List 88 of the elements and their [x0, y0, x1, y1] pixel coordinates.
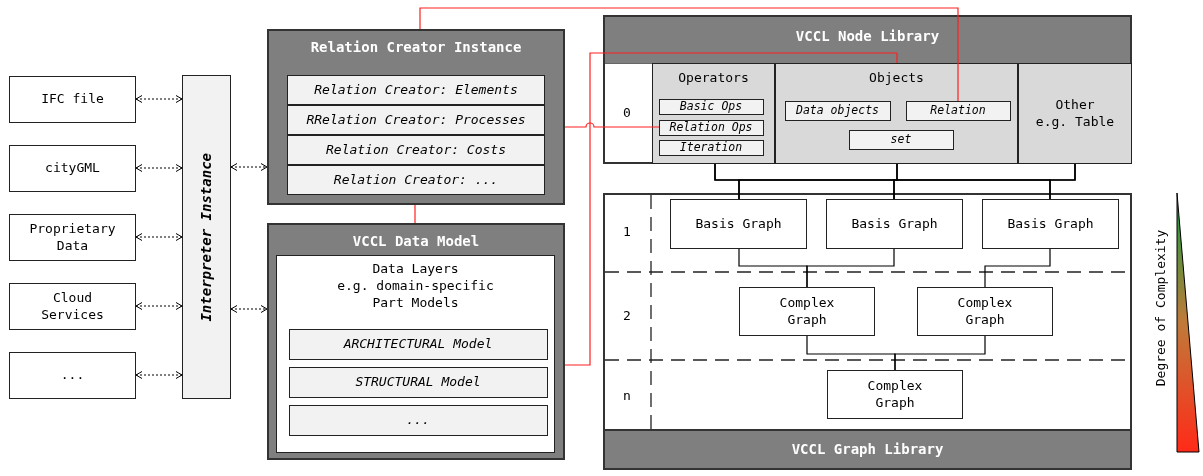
library-title: VCCL Graph Library: [791, 440, 944, 459]
graph-box: [982, 199, 1119, 249]
data-source-box: [9, 145, 136, 192]
row-number: n: [623, 387, 631, 405]
box-label: Complex Graph: [956, 294, 1014, 329]
interpreter-bar: [182, 75, 231, 399]
container-title: Relation Creator Instance: [310, 38, 522, 57]
container-panel: [267, 223, 565, 460]
model-row: [288, 328, 548, 360]
link-line: [419, 7, 959, 102]
box-label: cityGML: [45, 160, 100, 177]
container-title: VCCL Data Model: [352, 232, 480, 251]
data-source-box: [9, 283, 136, 330]
box-label: Data objects: [795, 104, 880, 117]
box-label: Cloud Services: [40, 289, 105, 324]
item-box: [658, 139, 764, 156]
double-arrow: [135, 164, 183, 172]
item-box: [658, 98, 764, 115]
box-label: Basis Graph: [695, 215, 782, 233]
graph-box: [917, 287, 1053, 336]
item-box: [658, 119, 764, 136]
box-label: Relation Creator: ...: [333, 171, 499, 189]
box-label: RRelation Creator: Processes: [306, 111, 526, 129]
list-row: [287, 165, 545, 195]
layer-heading: Data Layers: [372, 261, 459, 278]
box-label: Relation Creator: Costs: [326, 141, 506, 159]
item-box: [848, 129, 954, 150]
row-number: 1: [623, 223, 631, 241]
category-column: [652, 63, 775, 164]
item-box: [905, 100, 1011, 121]
box-label: ...: [406, 411, 430, 429]
column-heading: Operators: [678, 70, 749, 87]
box-label: Iteration: [679, 141, 743, 154]
double-arrow: [230, 163, 268, 171]
data-source-box: [9, 352, 136, 399]
box-label: Basis Graph: [851, 215, 938, 233]
library-title: VCCL Node Library: [795, 26, 940, 46]
box-label: Relation Creator: Elements: [314, 81, 518, 99]
category-column: [1018, 63, 1132, 164]
link-line: [564, 52, 898, 366]
vertical-title: Interpreter Instance: [197, 152, 216, 322]
data-source-box: [9, 76, 136, 123]
double-arrow: [230, 305, 268, 313]
box-label: IFC file: [41, 91, 104, 108]
list-row: [287, 75, 545, 105]
graph-box: [739, 287, 875, 336]
box-label: e.g. domain-specific Part Models: [336, 277, 495, 312]
double-arrow: [135, 302, 183, 310]
layer-box: [276, 255, 555, 453]
category-column: [775, 63, 1018, 164]
box-label: set: [890, 133, 912, 146]
row-number: 2: [623, 307, 631, 325]
item-box: [784, 100, 891, 121]
box-label: ARCHITECTURAL Model: [343, 335, 493, 353]
box-label: ...: [60, 367, 85, 384]
model-row: [288, 404, 548, 436]
box-label: e.g. Table: [1035, 113, 1115, 131]
box-label: Proprietary Data: [28, 220, 117, 255]
graph-box: [826, 199, 963, 249]
list-row: [287, 105, 545, 135]
box-label: Basic Ops: [679, 100, 743, 113]
graph-box: [670, 199, 807, 249]
column-heading: Other: [1055, 96, 1095, 114]
column-heading: Objects: [869, 70, 924, 87]
connector-line: [806, 248, 895, 288]
box-label: Complex Graph: [778, 294, 836, 329]
container-panel: [267, 29, 565, 205]
double-arrow: [135, 95, 183, 103]
connector-line: [894, 335, 986, 371]
double-arrow: [135, 371, 183, 379]
library-panel: [603, 193, 1132, 470]
scale-label: Degree of Complexity: [1152, 229, 1168, 387]
connector-line: [1049, 163, 1076, 200]
box-label: Basis Graph: [1007, 215, 1094, 233]
library-panel: [603, 15, 1132, 164]
box-label: Relation: [930, 104, 986, 117]
link-line: [564, 122, 660, 128]
list-row: [287, 135, 545, 165]
row-number: 0: [623, 104, 631, 122]
model-row: [288, 366, 548, 398]
link-line: [414, 204, 416, 224]
connector-line: [984, 248, 1051, 288]
box-label: STRUCTURAL Model: [355, 373, 481, 391]
data-source-box: [9, 214, 136, 261]
graph-box: [827, 370, 963, 419]
box-label: Complex Graph: [866, 377, 924, 412]
box-label: Relation Ops: [669, 121, 753, 134]
double-arrow: [135, 233, 183, 241]
